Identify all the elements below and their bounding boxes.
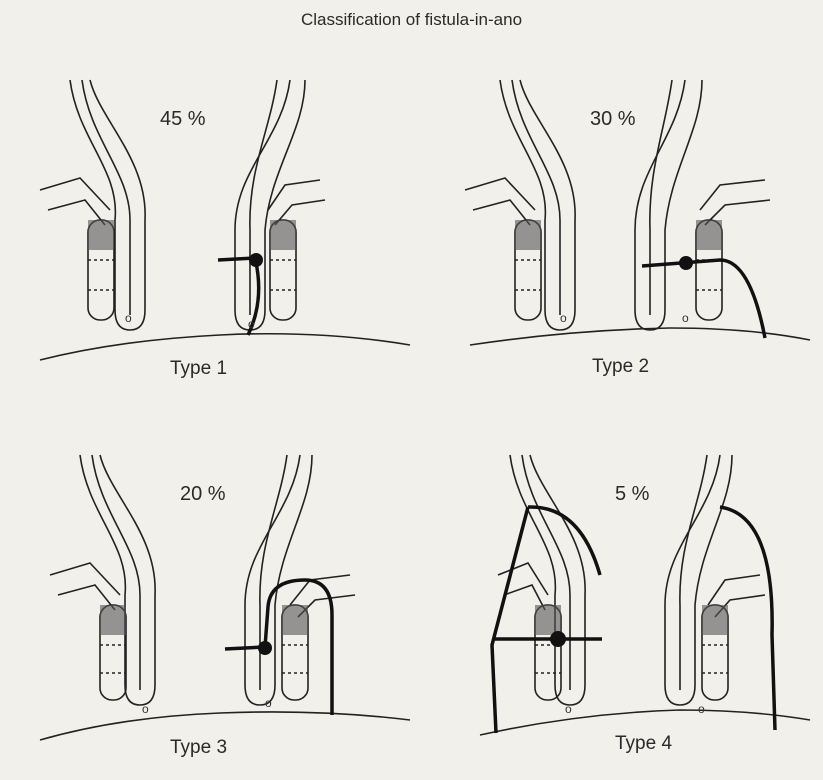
svg-text:o: o (565, 702, 572, 716)
figure-title: Classification of fistula-in-ano (0, 10, 823, 30)
label-type-1: Type 1 (170, 358, 227, 380)
svg-text:o: o (682, 311, 689, 325)
percent-type-3: 20 % (180, 483, 226, 506)
type-3-diagram: o o (20, 395, 420, 775)
panel-type-4: o o 5 % Type 4 (420, 395, 820, 775)
type-4-diagram: o o (420, 395, 820, 775)
percent-type-2: 30 % (590, 108, 636, 131)
panel-type-2: o o 30 % Type 2 (420, 60, 820, 440)
label-type-4: Type 4 (615, 733, 672, 755)
panel-type-1: o o 45 % Type 1 (20, 60, 420, 440)
label-type-2: Type 2 (592, 356, 649, 378)
svg-text:o: o (142, 702, 149, 716)
panel-type-3: o o 20 % Type 3 (20, 395, 420, 775)
svg-text:o: o (560, 311, 567, 325)
percent-type-1: 45 % (160, 108, 206, 131)
percent-type-4: 5 % (615, 483, 649, 506)
svg-text:o: o (265, 696, 272, 710)
svg-text:o: o (125, 311, 132, 325)
svg-text:o: o (248, 317, 255, 331)
svg-text:o: o (698, 702, 705, 716)
type-1-diagram: o o (20, 60, 420, 440)
label-type-3: Type 3 (170, 737, 227, 759)
